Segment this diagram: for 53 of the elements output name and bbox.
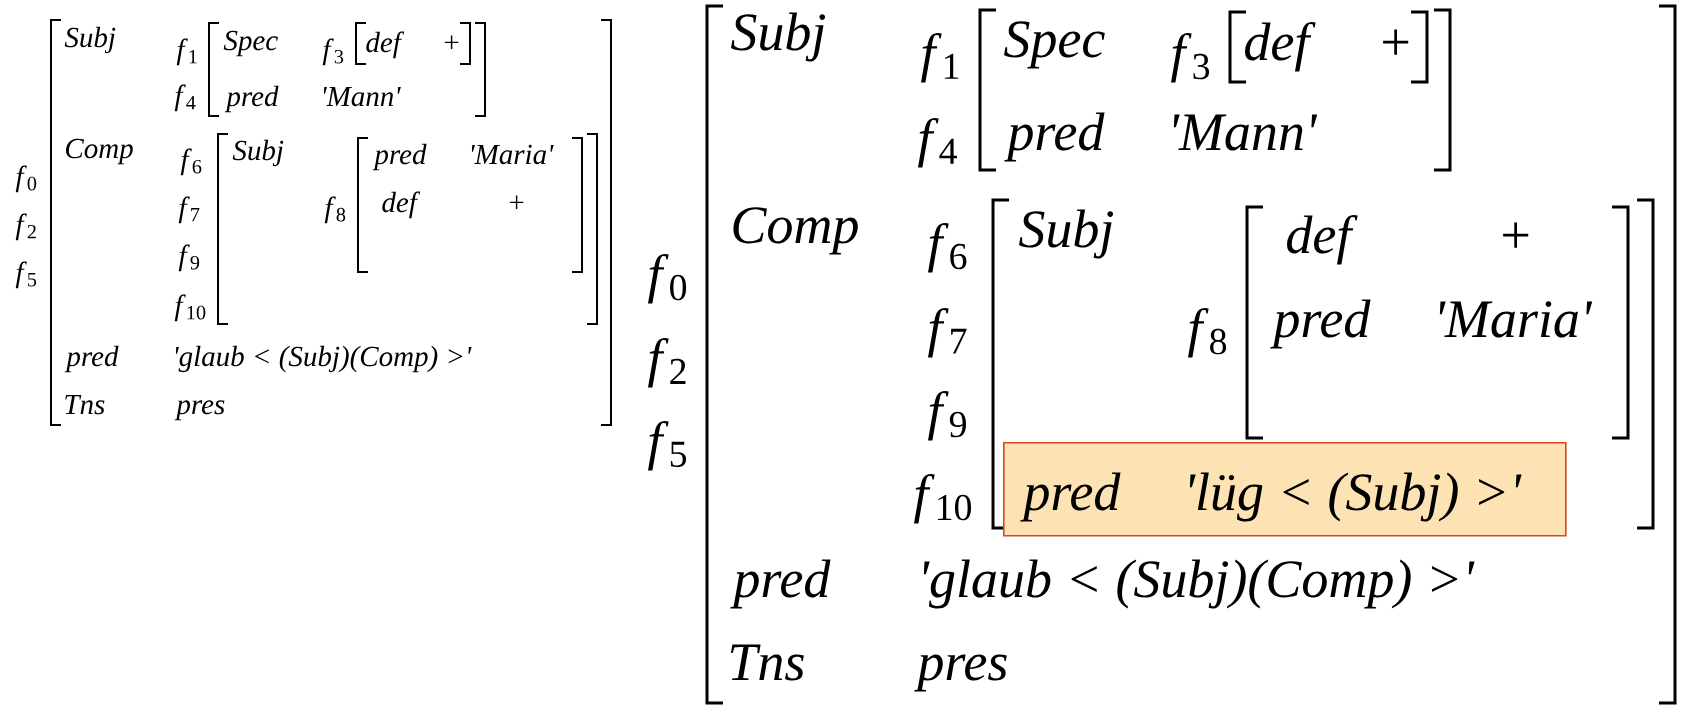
structure-label: f$_{1}$ [176,38,197,66]
attribute-value: 'Mann' [323,87,401,107]
attribute-name: Subj [731,12,826,62]
structure-label: f$_{5}$ [648,421,687,471]
attribute-name: Subj [64,26,116,54]
structure-label: f$_{2}$ [648,338,686,388]
structure-label: f$_{2}$ [15,213,36,241]
structure-label: f$_{4}$ [174,84,196,112]
structure-label: f$_{6}$ [180,148,202,176]
attribute-name: def [382,191,421,219]
structure-label: f$_{7}$ [178,196,200,224]
attribute-name: pred [1004,112,1105,162]
structure-label: f$_{8}$ [324,196,346,224]
structure-label: f$_{3}$ [322,38,344,66]
attribute-name: Comp [733,207,858,255]
attribute-name: def [366,31,405,59]
structure-label: f$_{4}$ [918,118,957,168]
structure-label: f$_{9}$ [928,391,966,441]
attribute-name: pred [372,143,427,171]
structure-label: f$_{0}$ [15,165,37,193]
attribute-value: + [444,35,459,50]
structure-label: f$_{10}$ [174,294,206,322]
attribute-value: + [1383,29,1409,55]
attribute-name: pred [64,345,119,373]
attribute-name: pred [730,559,831,609]
attribute-value: pres [914,654,1007,692]
structure-label: f$_{9}$ [178,244,200,272]
structure-label: f$_{3}$ [1171,33,1210,83]
structure-label: f$_{1}$ [921,33,959,83]
attribute-name: pred [224,85,279,113]
highlight-box: pred 'lüg < (Subj) >' [1003,442,1567,537]
structure-label: f$_{8}$ [1188,308,1227,358]
attribute-name: def [1287,215,1358,265]
structure-label: f$_{7}$ [928,308,967,358]
attribute-name: Spec [223,30,278,57]
attribute-name: pred [1270,299,1371,349]
attribute-name: Tns [65,395,105,415]
attribute-value: 'Maria' [471,144,554,165]
structure-label: f$_{6}$ [928,223,967,273]
attribute-name: Subj [232,139,284,167]
attribute-value: 'glaub < (Subj)(Comp) >' [175,345,472,373]
attribute-name: Comp [66,138,133,165]
structure-label: f$_{5}$ [15,261,37,289]
structure-label: f$_{0}$ [648,254,687,304]
attribute-value: 'Mann' [1173,114,1318,151]
attribute-value: + [1503,222,1529,248]
attribute-value: pres [174,400,225,421]
attribute-value: + [509,195,524,210]
attribute-name: Tns [730,644,804,681]
attribute-name: Subj [1019,209,1114,259]
attribute-value: 'Maria' [1439,301,1593,338]
attribute-name: Spec [1004,21,1105,69]
attribute-name: def [1245,22,1316,72]
